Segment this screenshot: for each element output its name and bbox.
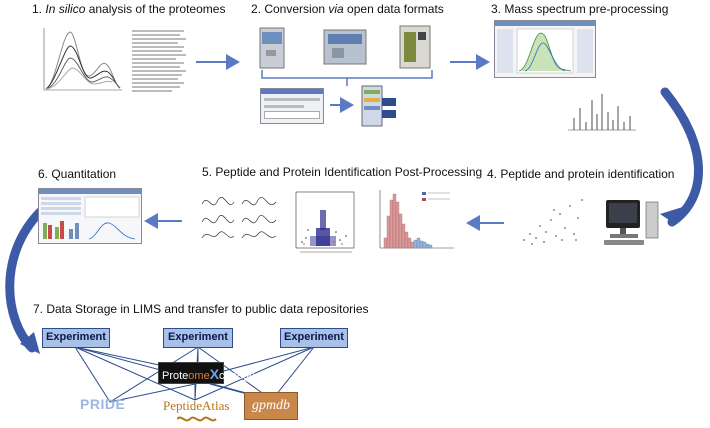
step-6-title: 6. Quantitation <box>38 167 117 181</box>
score-distribution-histogram <box>379 190 454 249</box>
mass-spectrum-thumbnail <box>568 94 636 131</box>
peptideatlas-label: PeptideAtlas <box>163 398 230 413</box>
step-2-title: 2. Conversion via open data formats <box>251 2 444 16</box>
identification-scatter <box>523 199 583 245</box>
computer-workstation-icon <box>604 200 659 245</box>
proteome-text-listing <box>132 30 186 92</box>
step-7-title: 7. Data Storage in LIMS and transfer to … <box>33 302 369 316</box>
instrument-2 <box>323 29 367 65</box>
mass-spectrometer-instruments <box>259 25 431 69</box>
data-format-stack <box>361 85 396 127</box>
step-5-title: 5. Peptide and Protein Identification Po… <box>202 165 483 179</box>
peptideatlas-logo[interactable]: PeptideAtlas <box>163 398 230 422</box>
step-4-title: 4. Peptide and protein identification <box>487 167 675 181</box>
step-1-title: 1. In silico analysis of the proteomes <box>32 2 226 16</box>
experiment-box-1[interactable]: Experiment <box>42 328 110 348</box>
step-3-title: 3. Mass spectrum pre-processing <box>491 2 669 16</box>
instrument-1 <box>259 27 285 69</box>
curved-arrow-3-to-4 <box>660 87 703 227</box>
instrument-3 <box>399 25 431 69</box>
preprocessing-software-screenshot <box>494 20 596 78</box>
proteomexchange-logo[interactable]: ProteomeXchange <box>158 362 255 384</box>
peptide-isotope-patterns <box>201 197 277 239</box>
insilico-line-plot <box>36 24 124 100</box>
experiment-box-2[interactable]: Experiment <box>163 328 233 348</box>
repository-links <box>74 346 315 403</box>
peptideatlas-helix-icon <box>177 416 217 422</box>
conversion-software-window <box>260 88 324 124</box>
mass-error-scatter <box>295 191 355 253</box>
experiment-box-3[interactable]: Experiment <box>280 328 348 348</box>
curved-arrow-6-to-7 <box>5 207 45 353</box>
pride-logo[interactable]: PRIDE <box>80 396 126 412</box>
gpmdb-logo[interactable]: gpmdb <box>244 392 298 420</box>
quantitation-software-screenshot <box>38 188 142 244</box>
